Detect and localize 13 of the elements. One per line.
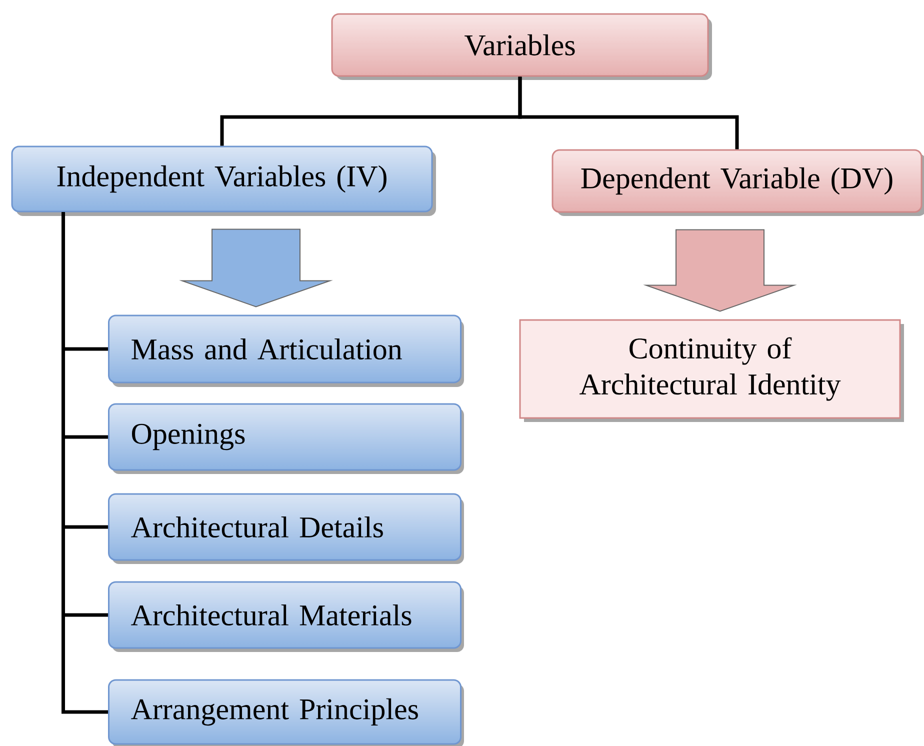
connector-line (62, 212, 108, 714)
box: Openings (108, 403, 464, 474)
box: Architectural Details (108, 493, 464, 564)
box: Arrangement Principles (108, 679, 464, 746)
block-arrow (643, 229, 797, 312)
box: Dependent Variable (DV) (552, 149, 924, 216)
box: Architectural Materials (108, 581, 464, 652)
block-arrow (179, 228, 333, 308)
connector-line (518, 76, 739, 150)
box: Independent Variables (IV) (11, 146, 436, 216)
box: Mass and Articulation (108, 314, 464, 387)
box: Variables (331, 13, 712, 80)
box: Continuity of Architectural Identity (519, 319, 904, 422)
